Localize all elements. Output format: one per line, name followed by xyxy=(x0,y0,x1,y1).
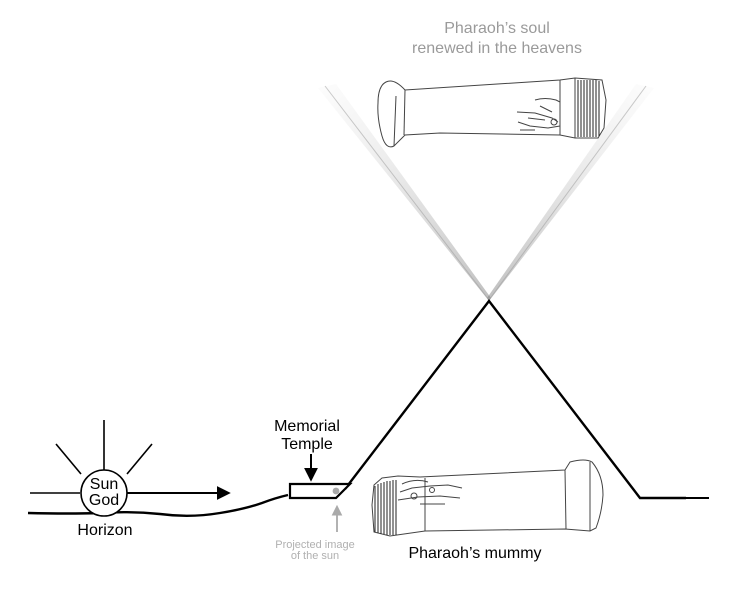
horizon-label: Horizon xyxy=(77,522,132,539)
pyramid xyxy=(344,299,686,500)
temple-label-line1: Memorial xyxy=(274,418,340,435)
soul-beams xyxy=(318,84,654,301)
soul-label-line2: renewed in the heavens xyxy=(412,40,582,57)
projected-label-line2: of the sun xyxy=(291,550,339,562)
sun-god-icon xyxy=(30,420,153,517)
memorial-temple xyxy=(288,482,353,500)
sun-label-line2: God xyxy=(89,492,119,509)
horizon-ground xyxy=(27,493,289,517)
beam-right xyxy=(487,84,654,301)
soul-sarcophagus-icon xyxy=(377,77,607,148)
sun-label-line1: Sun xyxy=(90,476,118,493)
soul-label-line1: Pharaoh’s soul xyxy=(444,20,550,37)
projected-label-line1: Projected image xyxy=(275,539,355,551)
projected-sun-dot xyxy=(332,487,340,495)
temple-label-line2: Temple xyxy=(281,436,333,453)
mummy-label: Pharaoh’s mummy xyxy=(408,545,541,562)
mummy-sarcophagus-icon xyxy=(371,459,604,537)
